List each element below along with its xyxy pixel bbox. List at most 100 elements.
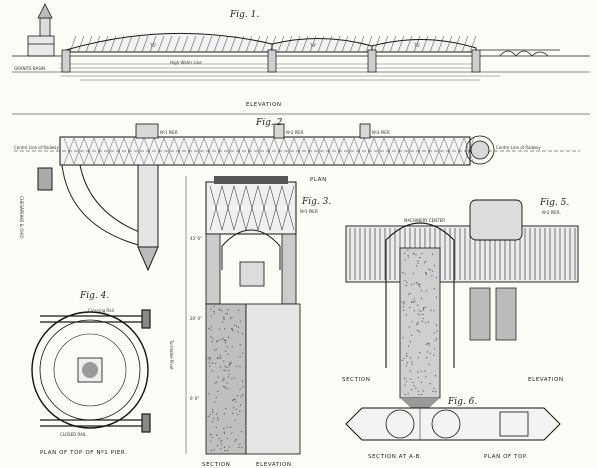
- truss-diagonal: [237, 35, 245, 53]
- masonry-dot: [223, 377, 225, 379]
- truss-diagonal: [189, 35, 197, 53]
- masonry-dot: [422, 317, 424, 320]
- masonry-dot: [233, 398, 235, 400]
- masonry-dot: [229, 364, 231, 366]
- masonry-dot: [224, 328, 226, 330]
- masonry-dot: [431, 275, 433, 277]
- masonry-dot: [418, 394, 420, 396]
- truss-diagonal: [429, 35, 437, 53]
- masonry-dot: [411, 363, 413, 365]
- truss-diagonal: [381, 35, 389, 53]
- masonry-dot: [413, 283, 415, 285]
- masonry-dot: [425, 322, 427, 324]
- masonry-dot: [417, 321, 419, 323]
- masonry-dot: [413, 272, 415, 274]
- masonry-dot: [418, 286, 421, 288]
- masonry-dot: [417, 390, 420, 392]
- masonry-dot: [211, 370, 213, 372]
- masonry-dot: [225, 313, 227, 315]
- masonry-dot: [231, 378, 233, 380]
- fig4-plan-top: Fig. 4. Crossing Rail CLOSED RAIL Turnta…: [31, 291, 174, 456]
- masonry-dot: [239, 443, 241, 445]
- masonry-dot: [215, 413, 217, 415]
- deck-diagonal: [463, 137, 475, 165]
- masonry-dot: [226, 426, 228, 428]
- masonry-dot: [409, 306, 411, 309]
- masonry-dot: [211, 421, 214, 423]
- masonry-dot: [219, 309, 221, 311]
- truss-diagonal: [221, 35, 229, 53]
- masonry-dot: [223, 379, 225, 381]
- pier-truss-diagonal: [209, 185, 223, 231]
- truss-diagonal: [341, 35, 349, 53]
- masonry-dot: [219, 328, 221, 330]
- masonry-dot: [224, 350, 226, 352]
- masonry-dot: [227, 388, 229, 390]
- deck-diagonal: [223, 137, 235, 165]
- masonry-dot: [229, 361, 231, 363]
- deck-diagonal: [343, 137, 355, 165]
- masonry-dot: [238, 309, 240, 311]
- truss-diagonal: [405, 35, 413, 53]
- masonry-dot: [217, 445, 219, 447]
- masonry-dot: [224, 339, 226, 342]
- masonry-dot: [434, 348, 436, 350]
- masonry-dot: [214, 349, 216, 351]
- masonry-dot: [225, 370, 227, 372]
- masonry-dot: [242, 394, 244, 396]
- masonry-dot: [227, 353, 229, 355]
- truss-diagonal: [197, 35, 205, 53]
- masonry-dot: [230, 426, 232, 428]
- truss-diagonal: [245, 35, 253, 53]
- truss-diagonal: [389, 35, 397, 53]
- masonry-dot: [240, 404, 242, 406]
- masonry-dot: [216, 340, 219, 342]
- truss-diagonal: [413, 35, 421, 53]
- truss-diagonal: [149, 35, 157, 53]
- fig1-left-text: GRANITE BASIN: [14, 66, 45, 71]
- fig6-caption-right: PLAN OF TOP.: [484, 454, 528, 460]
- masonry-dot: [403, 309, 405, 311]
- masonry-dot: [433, 288, 435, 290]
- masonry-dot: [401, 301, 403, 304]
- deck-diagonal: [253, 137, 265, 165]
- masonry-dot: [239, 344, 241, 346]
- masonry-dot: [411, 361, 413, 363]
- masonry-dot: [227, 376, 229, 378]
- masonry-dot: [402, 337, 404, 339]
- fig3-caption-right: ELEVATION: [256, 462, 292, 468]
- pier-truss-diagonal: [233, 185, 247, 231]
- fig1-piers: [61, 49, 481, 73]
- truss-diagonal: [277, 35, 285, 53]
- masonry-dot: [240, 395, 242, 397]
- masonry-dot: [433, 387, 435, 389]
- fig3-sub: Nº1 PIER.: [300, 209, 319, 214]
- fig3-truss-lattice: [209, 185, 295, 231]
- masonry-dot: [209, 356, 211, 358]
- masonry-dot: [409, 292, 411, 294]
- masonry-dot: [433, 264, 435, 266]
- masonry-dot: [237, 326, 239, 328]
- masonry-dot: [418, 283, 420, 286]
- masonry-dot: [435, 296, 437, 298]
- masonry-dot: [425, 290, 427, 292]
- masonry-dot: [413, 253, 415, 255]
- masonry-dot: [426, 351, 429, 353]
- fig1-caption: ELEVATION: [246, 102, 282, 108]
- fig2-right-text: Centre Line of Railway: [496, 145, 541, 150]
- truss-diagonal: [85, 35, 93, 53]
- truss-diagonal: [453, 35, 461, 53]
- masonry-dot: [208, 393, 210, 395]
- masonry-dot: [429, 269, 432, 271]
- masonry-dot: [410, 284, 413, 286]
- truss-diagonal: [293, 35, 301, 53]
- fig1-tower: [27, 3, 55, 57]
- fig2-pier-2: Nº2 PIER: [286, 130, 304, 135]
- masonry-dot: [420, 290, 422, 292]
- masonry-dot: [414, 300, 416, 302]
- masonry-dot: [241, 380, 244, 382]
- masonry-dot: [417, 260, 419, 262]
- masonry-dot: [239, 410, 241, 412]
- masonry-dot: [219, 448, 222, 450]
- masonry-dot: [230, 362, 233, 364]
